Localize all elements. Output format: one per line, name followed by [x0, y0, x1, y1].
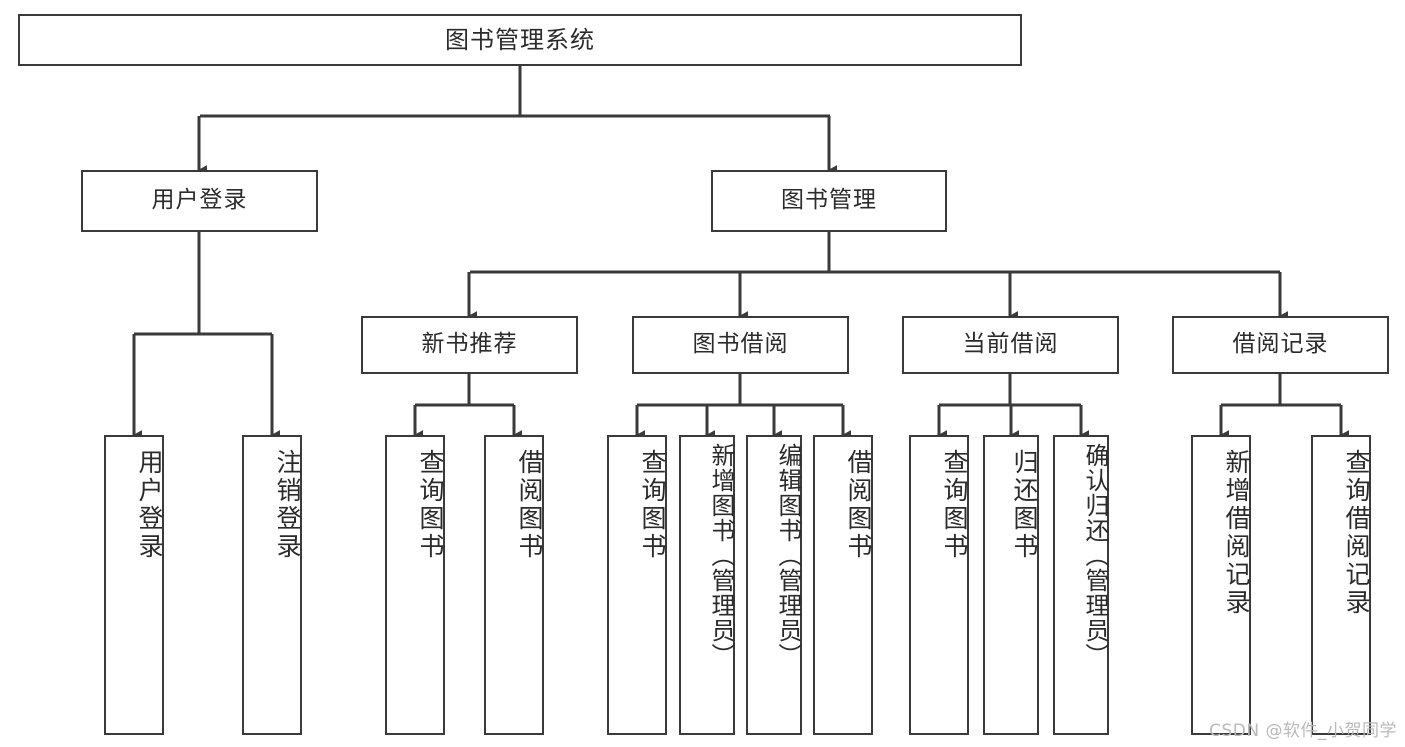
leaf-label: 确认归还（管理员）	[1081, 443, 1109, 668]
node-book-management[interactable]: 图书管理	[711, 170, 947, 232]
csdn-watermark: CSDN @软件_小贺同学	[1209, 721, 1397, 741]
node-user-login[interactable]: 用户登录	[81, 170, 318, 232]
leaf-return-book[interactable]: 归还图书	[983, 435, 1039, 735]
node-borrow-record[interactable]: 借阅记录	[1172, 316, 1389, 374]
leaf-label: 编辑图书（管理员）	[774, 443, 802, 668]
leaf-borrow-book-under-recommendation[interactable]: 借阅图书	[484, 435, 544, 735]
leaf-logout-login[interactable]: 注销登录	[242, 435, 302, 735]
leaf-query-book-under-current[interactable]: 查询图书	[909, 435, 969, 735]
leaf-label: 查询图书	[638, 449, 667, 561]
leaf-label: 借阅图书	[844, 449, 873, 561]
leaf-edit-book-admin[interactable]: 编辑图书（管理员）	[746, 435, 802, 735]
leaf-label: 借阅图书	[515, 449, 544, 561]
node-current-borrow[interactable]: 当前借阅	[902, 316, 1119, 374]
leaf-user-login[interactable]: 用户登录	[104, 435, 164, 735]
leaf-query-borrow-record[interactable]: 查询借阅记录	[1311, 435, 1371, 735]
leaf-label: 用户登录	[135, 449, 164, 561]
leaf-label: 查询借阅记录	[1342, 449, 1371, 617]
leaf-confirm-return-admin[interactable]: 确认归还（管理员）	[1053, 435, 1109, 735]
leaf-borrow-book[interactable]: 借阅图书	[813, 435, 873, 735]
leaf-label: 新增借阅记录	[1222, 449, 1251, 617]
leaf-add-book-admin[interactable]: 新增图书（管理员）	[679, 435, 735, 735]
leaf-label: 新增图书（管理员）	[707, 443, 735, 668]
node-new-book-recommendation[interactable]: 新书推荐	[361, 316, 578, 374]
leaf-query-book-under-borrow[interactable]: 查询图书	[607, 435, 667, 735]
leaf-query-book-under-recommendation[interactable]: 查询图书	[385, 435, 445, 735]
leaf-label: 注销登录	[273, 449, 302, 561]
leaf-label: 查询图书	[416, 449, 445, 561]
leaf-label: 归还图书	[1010, 449, 1039, 561]
node-root-book-management-system[interactable]: 图书管理系统	[18, 14, 1022, 66]
node-book-borrow[interactable]: 图书借阅	[632, 316, 849, 374]
leaf-label: 查询图书	[940, 449, 969, 561]
leaf-add-borrow-record[interactable]: 新增借阅记录	[1191, 435, 1251, 735]
